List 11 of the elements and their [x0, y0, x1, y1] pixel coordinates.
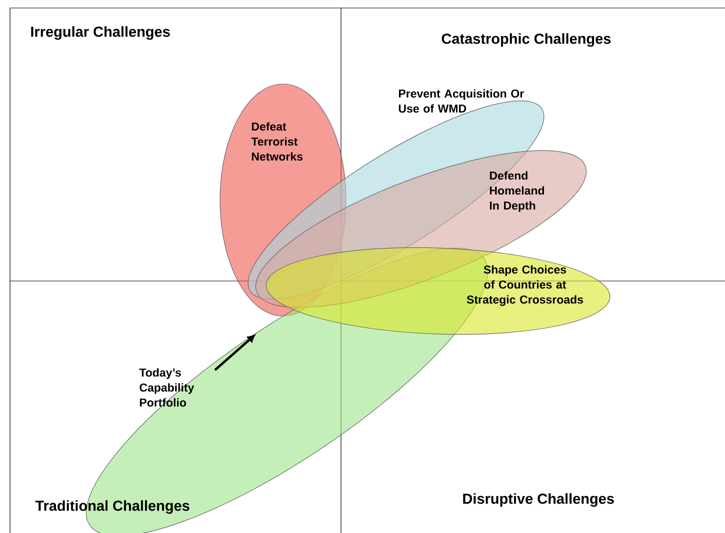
quadrant-label: Irregular Challenges	[31, 26, 170, 40]
quadrant-label: Catastrophic Challenges	[442, 33, 611, 47]
region-label: Defend Homeland In Depth	[490, 171, 544, 212]
region-label: Prevent Acquisition Or Use of WMD	[398, 89, 524, 113]
ellipse-region	[220, 84, 346, 316]
quadrant-label: Disruptive Challenges	[463, 493, 614, 507]
region-label: Defeat Terrorist Networks	[251, 122, 302, 161]
ellipse-region	[266, 247, 610, 335]
quadrant-label: Traditional Challenges	[35, 500, 190, 514]
region-label: Shape Choices of Countries at Strategic Crossroads	[466, 265, 583, 306]
region-label: Today’s Capability Portfolio	[139, 368, 194, 407]
